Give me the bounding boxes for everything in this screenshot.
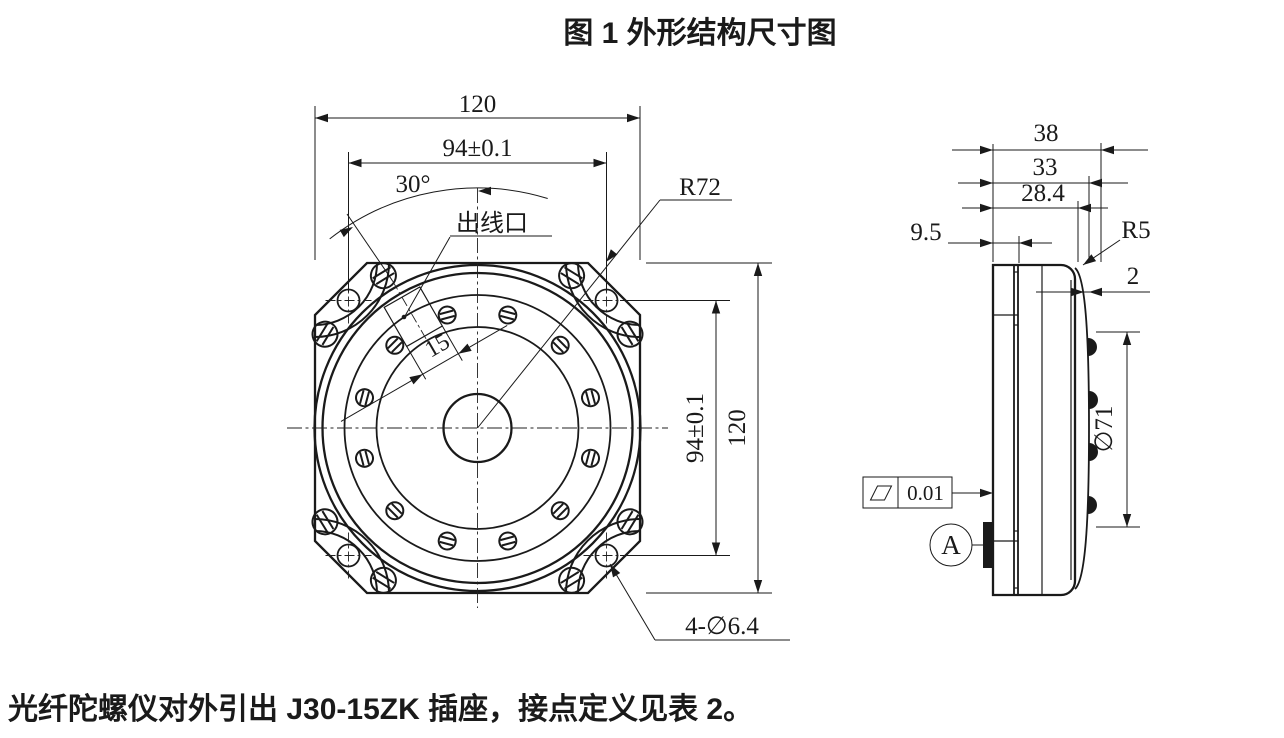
dim-38: 38 [952, 120, 1148, 155]
dim-9.5: 9.5 [910, 219, 1052, 248]
dim-120-top: 120 [315, 91, 640, 123]
dim-text-holes: 4-∅6.4 [685, 613, 759, 640]
dim-94-top: 94±0.1 [348, 135, 607, 168]
outlet-label-group: 出线口 [404, 210, 552, 317]
front-view [287, 188, 668, 608]
dim-text-71: ∅71 [1091, 406, 1118, 453]
side-view [991, 263, 1098, 597]
dim-71: ∅71 [1091, 331, 1140, 528]
cover-screw-bumps [1088, 338, 1098, 514]
mounting-holes [325, 277, 630, 579]
dim-text-2: 2 [1127, 263, 1140, 290]
front-view-dimensions: 120 94±0.1 30° 出线口 15 [314, 91, 790, 641]
dim-text-r72: R72 [679, 174, 721, 201]
dim-text-120-right: 120 [724, 409, 751, 447]
side-outline [991, 263, 1077, 597]
side-view-dimensions: 38 33 28.4 9.5 R5 2 [862, 120, 1151, 568]
dim-2: 2 [1036, 263, 1150, 297]
dim-94-right: 94±0.1 [682, 300, 721, 556]
dim-text-94-top: 94±0.1 [443, 135, 513, 162]
dim-text-9.5: 9.5 [910, 219, 941, 246]
datum-a: A [929, 522, 994, 568]
dim-text-28.4: 28.4 [1021, 180, 1065, 207]
flange-screws [311, 262, 644, 594]
dim-28.4: 28.4 [962, 180, 1108, 213]
dim-text-120-top: 120 [459, 91, 497, 118]
dim-holes-4x6.4: 4-∅6.4 [606, 561, 790, 641]
dim-text-30: 30° [396, 171, 431, 198]
dim-r5: R5 [1080, 217, 1151, 269]
dim-text-38: 38 [1034, 120, 1059, 147]
dim-r72: R72 [477, 174, 732, 429]
outlet-centerline [392, 280, 431, 346]
datum-target-bar [983, 522, 994, 568]
figure-title: 图 1 外形结构尺寸图 [563, 17, 836, 50]
dim-text-r5: R5 [1121, 217, 1150, 244]
dim-33: 33 [958, 154, 1128, 188]
dim-text-94-right: 94±0.1 [682, 393, 709, 463]
flatness-frame: 0.01 [862, 476, 993, 509]
flatness-value: 0.01 [907, 481, 944, 505]
cover-screws [355, 305, 600, 551]
cover-profile [1074, 267, 1090, 590]
dim-text-33: 33 [1033, 154, 1058, 181]
mounting-plate-outline [313, 261, 642, 595]
outlet-label-text: 出线口 [456, 210, 528, 237]
caption-text: 光纤陀螺仪对外引出 J30-15ZK 插座，接点定义见表 2。 [8, 692, 753, 726]
dim-120-right: 120 [724, 263, 763, 593]
datum-letter: A [941, 530, 961, 560]
flatness-icon [869, 485, 893, 501]
dim-30-angle: 30° [329, 171, 548, 282]
